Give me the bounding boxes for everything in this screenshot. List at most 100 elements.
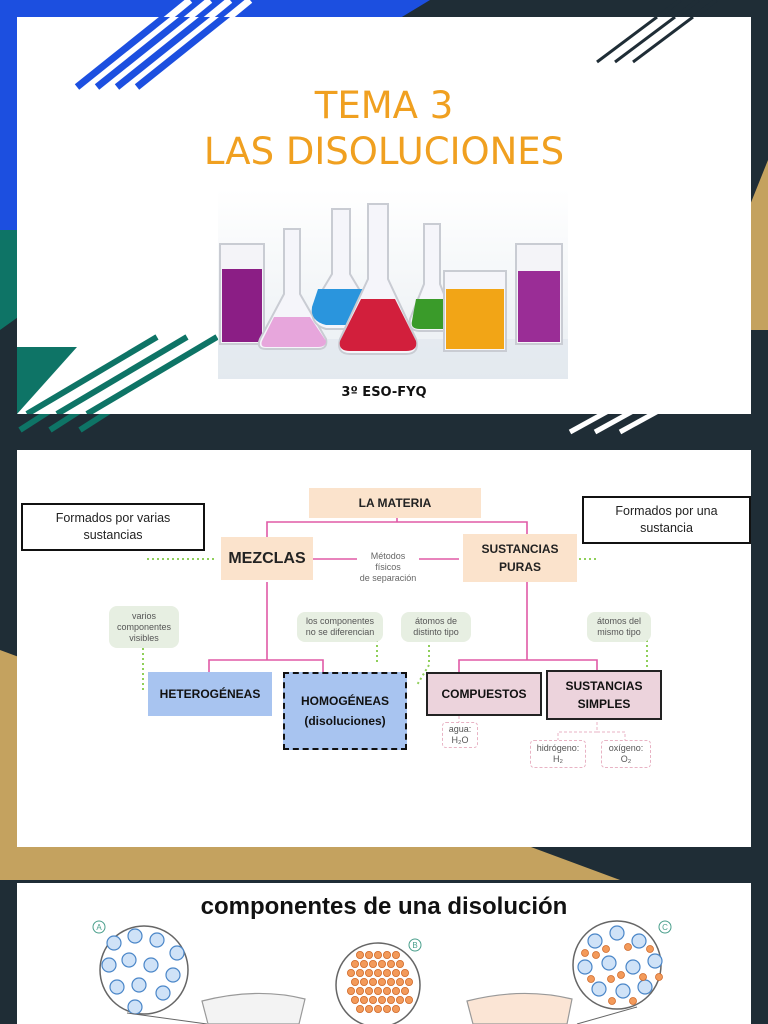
slide-title-line2: LAS DISOLUCIONES	[203, 130, 565, 173]
node-compuestos-label: COMPUESTOS	[441, 687, 527, 701]
definition-mezclas: Formados por varias sustancias	[21, 503, 205, 551]
definition-sustancias-puras-line1: Formados por una	[615, 504, 718, 518]
concept-map-connectors	[142, 510, 648, 740]
note-atomos-mismo-line1: átomos del	[596, 616, 642, 626]
solution-components-illustration: A B C	[92, 920, 672, 1024]
node-homogeneas: HOMOGÉNEAS (disoluciones)	[283, 672, 407, 750]
note-atomos-dist-line2: distinto tipo	[413, 627, 459, 637]
note-metodos-line2: de separación	[359, 573, 417, 583]
solute-particle	[373, 969, 382, 978]
definition-mezclas-line1: Formados por varias	[55, 511, 171, 525]
slide-concept-map: LA MATERIA Formados por varias sustancia…	[17, 450, 751, 847]
solute-particle	[355, 969, 364, 978]
solute-particle	[377, 960, 386, 969]
example-hidrogeno-line2: H₂	[553, 754, 563, 764]
note-metodos-line1: Métodos físicos	[370, 551, 406, 572]
solute-particle	[364, 987, 373, 996]
note-varios-componentes: varios componentes visibles	[109, 606, 179, 648]
solute-particle	[355, 1005, 364, 1014]
note-varios-line3: visibles	[129, 632, 159, 643]
solute-particle	[391, 951, 400, 960]
note-metodos-separacion: Métodos físicos de separación	[357, 551, 419, 584]
node-homogeneas-line2: (disoluciones)	[304, 714, 386, 728]
note-atomos-dist-line1: átomos de	[414, 616, 458, 626]
node-sustancias-simples-line2: SIMPLES	[577, 697, 631, 711]
node-heterogeneas-label: HETEROGÉNEAS	[159, 687, 261, 701]
solute-particle	[350, 996, 359, 1005]
laboratory-flasks-image	[218, 189, 568, 379]
solute-particle	[382, 969, 391, 978]
slide-title-line1: TEMA 3	[314, 84, 454, 127]
node-la-materia: LA MATERIA	[309, 488, 481, 518]
solute-particle	[346, 987, 355, 996]
node-sustancias-puras: SUSTANCIAS PURAS	[463, 534, 577, 582]
definition-sustancias-puras-line2: sustancia	[640, 521, 693, 535]
solute-particle	[404, 978, 413, 987]
node-sustancias-puras-line2: PURAS	[498, 560, 541, 574]
solute-particle	[395, 978, 404, 987]
solute-particle	[382, 951, 391, 960]
solute-particle	[373, 1005, 382, 1014]
note-componentes-no-diferencian: los componentes no se diferencian	[297, 612, 383, 642]
node-mezclas: MEZCLAS	[221, 537, 313, 580]
note-atomos-distinto-tipo: átomos de distinto tipo	[401, 612, 471, 642]
note-atomos-mismo-line2: mismo tipo	[597, 627, 641, 637]
example-agua: agua: H₂O	[442, 722, 478, 748]
node-mezclas-label: MEZCLAS	[228, 549, 306, 567]
solute-particle	[359, 978, 368, 987]
solute-particle	[346, 969, 355, 978]
solute-particle	[368, 978, 377, 987]
example-agua-line2: H₂O	[451, 735, 469, 745]
node-la-materia-label: LA MATERIA	[358, 496, 432, 510]
solute-particle	[368, 996, 377, 1005]
solute-particle	[382, 987, 391, 996]
solute-particle	[355, 987, 364, 996]
node-heterogeneas: HETEROGÉNEAS	[148, 672, 272, 716]
example-oxigeno-line1: oxígeno:	[608, 743, 644, 753]
background-stripes-icon	[17, 17, 694, 414]
node-homogeneas-line1: HOMOGÉNEAS	[300, 694, 389, 708]
solute-particle	[391, 987, 400, 996]
circle-b-label: B	[412, 941, 417, 950]
solute-particle	[350, 978, 359, 987]
solute-particle	[391, 1005, 400, 1014]
solute-particle	[395, 996, 404, 1005]
solute-particle	[391, 969, 400, 978]
solute-particle	[355, 951, 364, 960]
solute-particle	[359, 996, 368, 1005]
solute-particle	[400, 987, 409, 996]
node-sustancias-simples: SUSTANCIAS SIMPLES	[546, 670, 662, 720]
solute-particle	[377, 996, 386, 1005]
solute-particle	[364, 1005, 373, 1014]
solute-particle	[373, 951, 382, 960]
node-sustancias-puras-line1: SUSTANCIAS	[481, 542, 559, 556]
example-oxigeno-line2: O₂	[620, 754, 632, 764]
slide-subtitle: 3º ESO-FYQ	[341, 385, 427, 400]
solute-particle	[359, 960, 368, 969]
example-agua-line1: agua:	[448, 724, 472, 734]
example-hidrogeno-line1: hidrógeno:	[536, 743, 580, 753]
circle-a-label: A	[96, 923, 102, 932]
definition-mezclas-line2: sustancias	[83, 528, 143, 542]
note-atomos-mismo-tipo: átomos del mismo tipo	[587, 612, 651, 642]
solute-particle	[377, 978, 386, 987]
solute-particle	[404, 996, 413, 1005]
solute-particle	[373, 987, 382, 996]
solute-particle	[386, 960, 395, 969]
solute-particle	[364, 951, 373, 960]
note-comp-line2: no se diferencian	[305, 627, 375, 637]
solute-particle	[386, 996, 395, 1005]
slide-componentes: componentes de una disolución A B	[17, 883, 751, 1024]
slide3-title: componentes de una disolución	[200, 893, 568, 920]
solute-particle	[364, 969, 373, 978]
solute-particle	[400, 969, 409, 978]
solute-particle	[386, 978, 395, 987]
solute-particle	[350, 960, 359, 969]
example-hidrogeno: hidrógeno: H₂	[530, 740, 586, 768]
slide-title: TEMA 3 LAS DISOLUCIONES 3º ESO-FYQ	[17, 17, 751, 414]
solute-particle	[382, 1005, 391, 1014]
solute-particle	[395, 960, 404, 969]
example-oxigeno: oxígeno: O₂	[601, 740, 651, 768]
definition-sustancias-puras: Formados por una sustancia	[582, 496, 751, 544]
note-varios-line1: varios	[131, 610, 156, 621]
